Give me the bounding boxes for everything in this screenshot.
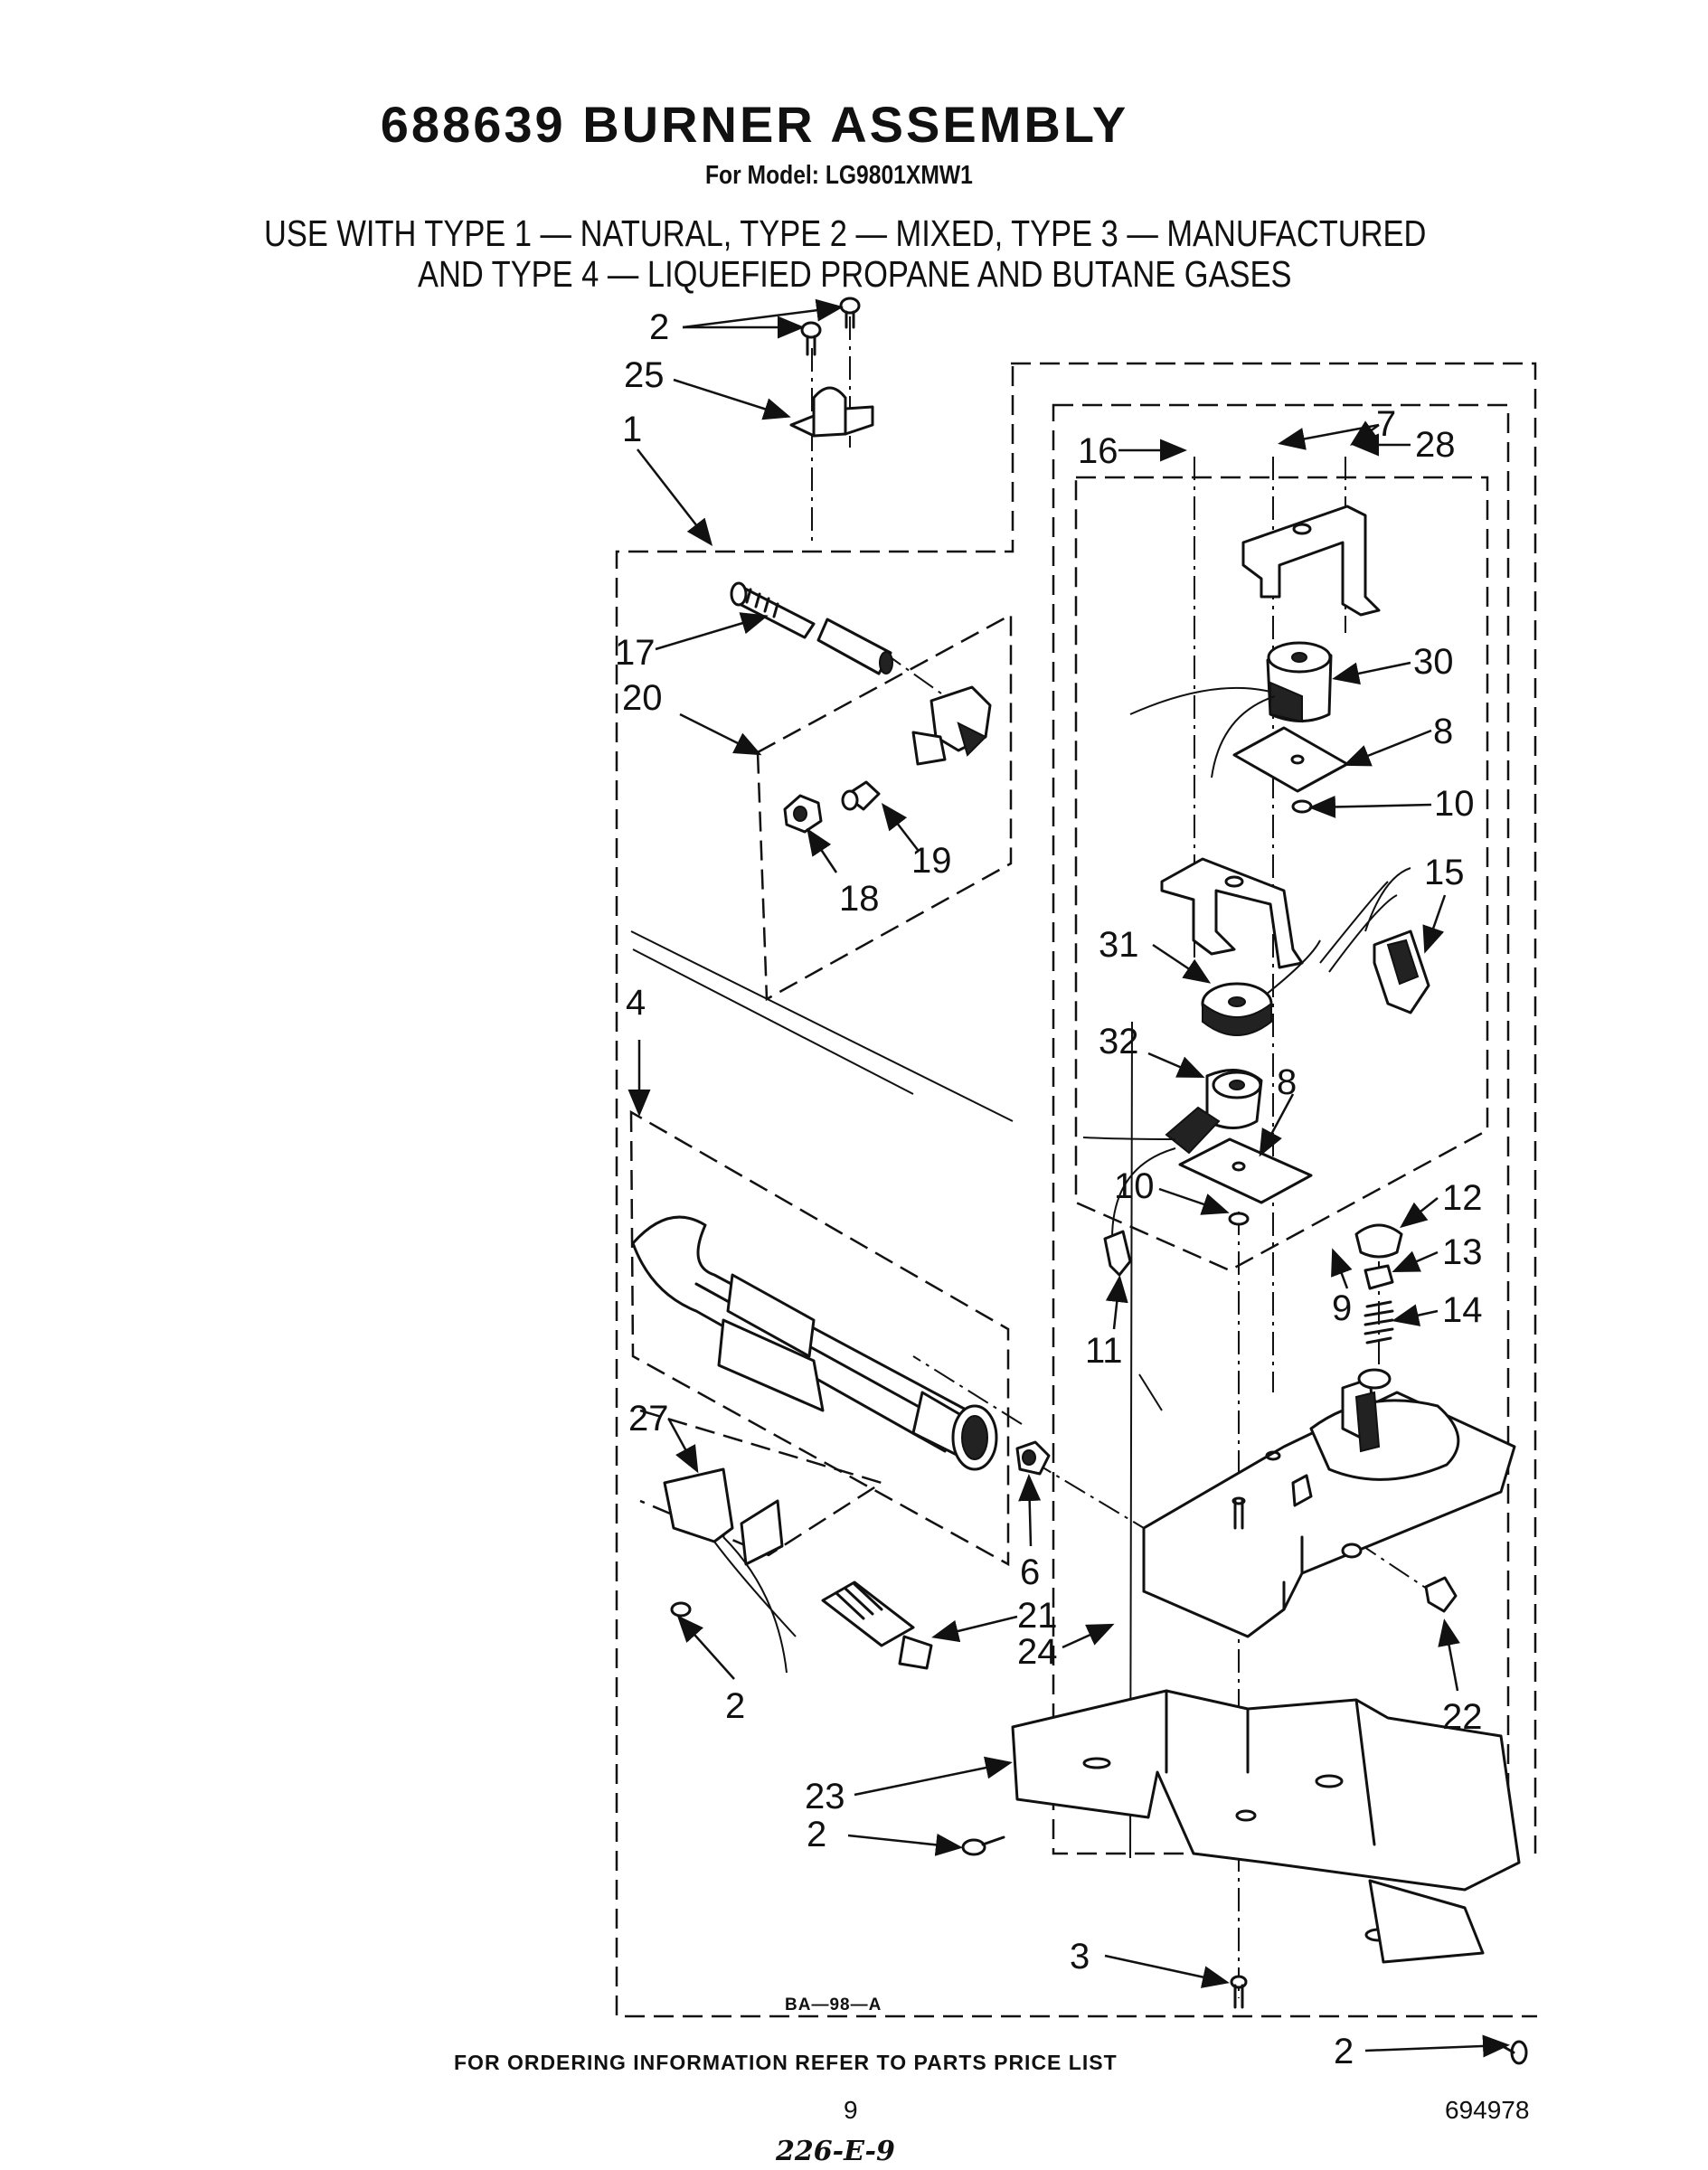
callout-8-low: 8 — [1277, 1062, 1297, 1102]
orifice-part-22 — [1424, 1576, 1458, 1613]
callout-2-bottom: 2 — [1334, 2032, 1354, 2071]
page-number: 9 — [844, 2096, 858, 2124]
callout-8-top: 8 — [1433, 712, 1453, 751]
gas-valve-part-24 — [1142, 1368, 1516, 1638]
callout-15: 15 — [1424, 853, 1465, 892]
centerline — [912, 1355, 1023, 1425]
page-title: 688639 BURNER ASSEMBLY — [380, 96, 1129, 153]
clamp-part-25 — [789, 386, 874, 438]
spring-part-14 — [1364, 1300, 1394, 1344]
valve-group-outline — [1052, 403, 1510, 1855]
callout-4: 4 — [626, 983, 646, 1023]
terminal-part-11 — [1103, 1230, 1132, 1277]
coil-part-32 — [1082, 1069, 1263, 1240]
callout-22: 22 — [1442, 1697, 1483, 1737]
mounting-bracket-part-23 — [1011, 1689, 1521, 1964]
callout-24: 24 — [1017, 1632, 1058, 1672]
plate-part-8-lower — [1178, 1137, 1313, 1204]
callout-14: 14 — [1442, 1290, 1483, 1330]
centerline — [1355, 1541, 1439, 1597]
callout-16: 16 — [1078, 431, 1118, 471]
callout-11: 11 — [1085, 1331, 1123, 1371]
assembly-1-outline — [615, 362, 1537, 2018]
centerline — [1030, 1459, 1145, 1529]
igniter-part-21 — [821, 1580, 933, 1670]
diagram-code: BA—98—A — [785, 1995, 882, 2014]
screw-part-2-mid — [961, 1835, 1005, 1856]
callout-6: 6 — [1020, 1552, 1040, 1592]
bracket-lower — [1160, 857, 1304, 969]
callout-1: 1 — [622, 410, 642, 449]
callout-30: 30 — [1413, 642, 1454, 682]
solenoid-coil-part-30 — [1129, 641, 1333, 778]
fitting-part-19 — [841, 780, 881, 811]
callout-17: 17 — [615, 633, 656, 673]
callout-12: 12 — [1442, 1178, 1483, 1218]
usage-line-2: AND TYPE 4 — LIQUEFIED PROPANE AND BUTAN… — [418, 253, 1292, 295]
nut-part-13 — [1364, 1264, 1394, 1290]
cap-part-12 — [1354, 1223, 1403, 1259]
pipe-nipple-part-17 — [730, 581, 893, 675]
callout-27: 27 — [628, 1399, 669, 1439]
model-line: For Model: LG9801XMW1 — [705, 161, 973, 190]
connector-line — [630, 930, 1014, 1122]
handwritten-note: 226-E-9 — [776, 2136, 895, 2167]
burner-tube-part-4 — [631, 1215, 998, 1471]
callout-32: 32 — [1099, 1022, 1139, 1061]
usage-line-1: USE WITH TYPE 1 — NATURAL, TYPE 2 — MIXE… — [264, 212, 1427, 254]
ordering-info-footer: FOR ORDERING INFORMATION REFER TO PARTS … — [454, 2051, 1118, 2074]
bracket-upper — [1241, 505, 1381, 617]
leader-lines — [628, 298, 1510, 2058]
callout-2-left: 2 — [725, 1686, 745, 1726]
callout-10-top: 10 — [1434, 784, 1475, 824]
callout-2-top: 2 — [649, 307, 669, 347]
callout-25: 25 — [624, 355, 665, 395]
plate-part-8-upper — [1232, 726, 1349, 793]
callout-20: 20 — [622, 678, 663, 718]
nut-part-18 — [783, 794, 823, 834]
washer-part-10-lower — [1228, 1212, 1250, 1226]
group-20-outline — [756, 612, 1013, 1002]
group-27-outline — [639, 1409, 884, 1557]
callout-7: 7 — [1376, 404, 1396, 444]
shutoff-valve-part-20 — [911, 685, 992, 766]
connector-plug-part-15 — [1319, 867, 1430, 1014]
callout-3: 3 — [1070, 1937, 1090, 1977]
callout-2-mid: 2 — [807, 1815, 826, 1854]
orifice-part-6 — [1015, 1440, 1051, 1476]
document-number: 694978 — [1445, 2096, 1530, 2124]
group-4-outline — [629, 1109, 1010, 1567]
callout-18: 18 — [839, 879, 880, 919]
coil-part-31 — [1201, 939, 1321, 1036]
callout-19: 19 — [911, 841, 952, 881]
screw-part-3 — [1230, 1975, 1248, 2009]
callout-10-low: 10 — [1114, 1166, 1155, 1206]
callout-31: 31 — [1099, 925, 1139, 965]
igniter-bracket-part-27 — [663, 1467, 797, 1674]
callout-13: 13 — [1442, 1232, 1483, 1272]
callout-9: 9 — [1332, 1288, 1352, 1328]
callout-23: 23 — [805, 1777, 845, 1816]
callout-28: 28 — [1415, 425, 1456, 465]
washer-part-10-upper — [1291, 799, 1313, 814]
callout-21: 21 — [1017, 1596, 1058, 1636]
